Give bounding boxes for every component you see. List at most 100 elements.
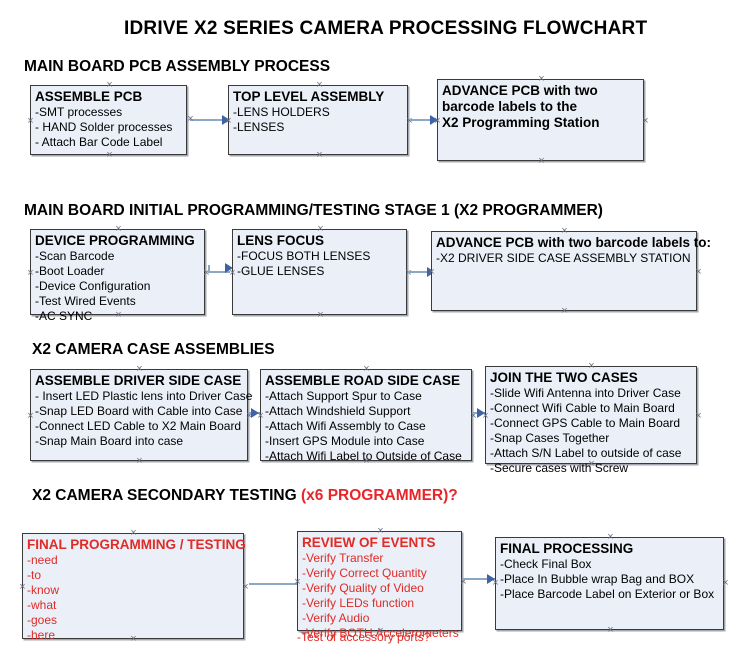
- node-title: JOIN THE TWO CASES: [490, 370, 638, 385]
- node-top-level-assembly[interactable]: TOP LEVEL ASSEMBLY -LENS HOLDERS -LENSES: [228, 85, 408, 155]
- node-final-programming-testing[interactable]: FINAL PROGRAMMING / TESTING -need -to -k…: [22, 533, 246, 642]
- section-heading-main-board-initial-programming: MAIN BOARD INITIAL PROGRAMMING/TESTING S…: [24, 202, 603, 220]
- connector-top-level-to-advance-pcb: [410, 119, 434, 121]
- connection-handle-bottom[interactable]: [560, 307, 569, 316]
- node-line: -Verify Transfer: [302, 551, 384, 565]
- node-title: FINAL PROGRAMMING / TESTING: [27, 537, 246, 552]
- node-line: -Scan Barcode: [35, 249, 115, 263]
- node-title: LENS FOCUS: [237, 233, 325, 248]
- node-line: -Connect GPS Cable to Main Board: [490, 416, 681, 430]
- node-line: - Attach Bar Code Label: [35, 135, 163, 149]
- node-title: DEVICE PROGRAMMING: [35, 233, 195, 248]
- node-assemble-road-side-case[interactable]: ASSEMBLE ROAD SIDE CASE -Attach Support …: [260, 369, 472, 463]
- node-title: FINAL PROCESSING: [500, 541, 634, 556]
- node-line: -Attach Wifi Assembly to Case: [265, 419, 426, 433]
- node-line: -Test Wired Events: [35, 294, 136, 308]
- node-advance-pcb-programming-station[interactable]: ADVANCE PCB with two barcode labels to t…: [437, 79, 644, 161]
- node-line: - Insert LED Plastic lens into Driver Ca…: [35, 389, 253, 403]
- connection-handle-bottom[interactable]: [135, 457, 144, 466]
- connection-handle-bottom[interactable]: [316, 311, 325, 320]
- section-heading-text: X2 CAMERA CASE ASSEMBLIES: [32, 341, 275, 358]
- connector-device-programming-to-lens-focus: [208, 271, 230, 273]
- node-line: -Attach Windshield Support: [265, 404, 411, 418]
- node-advance-pcb-driver-side-case[interactable]: ADVANCE PCB with two barcode labels to: …: [431, 231, 712, 311]
- arrowhead-icon: [430, 115, 438, 125]
- node-line: -need: [27, 553, 58, 567]
- node-line: -Connect LED Cable to X2 Main Board: [35, 419, 242, 433]
- node-line: -Device Configuration: [35, 279, 151, 293]
- node-review-of-events[interactable]: REVIEW OF EVENTS -Verify Transfer -Verif…: [297, 531, 462, 640]
- node-line: -to: [27, 568, 42, 582]
- node-title: ADVANCE PCB with two barcode labels to:: [436, 235, 712, 250]
- connection-handle-bottom[interactable]: [606, 626, 615, 635]
- node-lens-focus[interactable]: LENS FOCUS -FOCUS BOTH LENSES -GLUE LENS…: [232, 229, 407, 315]
- node-line: -Snap LED Board with Cable into Case: [35, 404, 243, 418]
- node-line: -Snap Main Board into case: [35, 434, 184, 448]
- node-line: -AC SYNC: [35, 309, 93, 323]
- node-title-line: X2 Programming Station: [442, 115, 600, 130]
- node-line: -Place In Bubble wrap Bag and BOX: [500, 572, 695, 586]
- node-line: -Boot Loader: [35, 264, 105, 278]
- node-line: -Verify BOTH Accelerometers: [302, 626, 459, 640]
- page-title: IDRIVE X2 SERIES CAMERA PROCESSING FLOWC…: [124, 18, 648, 39]
- node-line: -X2 DRIVER SIDE CASE ASSEMBLY STATION: [436, 251, 691, 265]
- node-line: -SMT processes: [35, 105, 123, 119]
- connection-handle-bottom[interactable]: [105, 151, 114, 160]
- node-title: ASSEMBLE DRIVER SIDE CASE: [35, 373, 242, 388]
- section-heading-main-board-pcb-assembly: MAIN BOARD PCB ASSEMBLY PROCESS: [24, 58, 330, 76]
- node-line: -Verify LEDs function: [302, 596, 415, 610]
- node-title: ASSEMBLE ROAD SIDE CASE: [265, 373, 461, 388]
- node-title-line: ADVANCE PCB with two: [442, 83, 598, 98]
- node-line: -FOCUS BOTH LENSES: [237, 249, 371, 263]
- connector-lens-focus-to-advance-pcb: [408, 271, 431, 273]
- connector-assemble-pcb-to-top-level: [190, 119, 225, 121]
- node-assemble-driver-side-case[interactable]: ASSEMBLE DRIVER SIDE CASE - Insert LED P…: [30, 369, 253, 461]
- node-line: -LENS HOLDERS: [233, 105, 330, 119]
- node-line: -Attach Support Spur to Case: [265, 389, 422, 403]
- node-line: -Attach Wifi Label to Outside of Case: [265, 449, 462, 463]
- node-line: -Snap Cases Together: [490, 431, 610, 445]
- node-line: -know: [27, 583, 60, 597]
- node-join-the-two-cases[interactable]: JOIN THE TWO CASES -Slide Wifi Antenna i…: [485, 366, 697, 475]
- section-heading-accent: (x6 PROGRAMMER)?: [301, 487, 458, 504]
- connection-handle-bottom[interactable]: [315, 151, 324, 160]
- node-line: -here: [27, 628, 56, 642]
- node-line: -GLUE LENSES: [237, 264, 325, 278]
- node-line: -goes: [27, 613, 58, 627]
- node-line: -what: [27, 598, 57, 612]
- section-heading-x2-camera-secondary-testing: X2 CAMERA SECONDARY TESTING (x6 PROGRAMM…: [32, 487, 458, 505]
- node-line: -Place Barcode Label on Exterior or Box: [500, 587, 715, 601]
- node-assemble-pcb[interactable]: ASSEMBLE PCB -SMT processes - HAND Solde…: [30, 85, 187, 155]
- connection-handle-bottom[interactable]: [537, 157, 546, 166]
- section-heading-text: MAIN BOARD INITIAL PROGRAMMING/TESTING S…: [24, 202, 603, 219]
- arrowhead-icon: [251, 408, 259, 418]
- section-heading-x2-camera-case-assemblies: X2 CAMERA CASE ASSEMBLIES: [32, 341, 275, 359]
- node-line: -Check Final Box: [500, 557, 592, 571]
- node-line: -Verify Quality of Video: [302, 581, 424, 595]
- node-line: -Secure cases with Screw: [490, 461, 629, 475]
- node-final-processing[interactable]: FINAL PROCESSING -Check Final Box -Place…: [495, 537, 724, 630]
- connector-review-to-final-processing: [462, 578, 495, 580]
- connection-handle-right[interactable]: [694, 268, 703, 277]
- node-line: -Insert GPS Module into Case: [265, 434, 425, 448]
- node-line: -Verify Audio: [302, 611, 370, 625]
- section-heading-text: X2 CAMERA SECONDARY TESTING: [32, 487, 301, 504]
- node-overflow-line: -Test of accessory ports?: [297, 630, 431, 644]
- section-heading-text: MAIN BOARD PCB ASSEMBLY PROCESS: [24, 58, 331, 75]
- node-line: -Verify Correct Quantity: [302, 566, 427, 580]
- arrowhead-icon: [477, 408, 485, 418]
- node-line: -Slide Wifi Antenna into Driver Case: [490, 386, 681, 400]
- node-title: TOP LEVEL ASSEMBLY: [233, 89, 385, 104]
- node-title: ASSEMBLE PCB: [35, 89, 143, 104]
- node-device-programming[interactable]: DEVICE PROGRAMMING -Scan Barcode -Boot L…: [30, 229, 205, 323]
- node-line: -Connect Wifi Cable to Main Board: [490, 401, 675, 415]
- node-line: - HAND Solder processes: [35, 120, 173, 134]
- node-title-line: barcode labels to the: [442, 99, 578, 114]
- arrowhead-icon: [225, 263, 233, 273]
- connector-elbow: [208, 265, 210, 273]
- node-line: -LENSES: [233, 120, 285, 134]
- arrowhead-icon: [487, 574, 495, 584]
- arrowhead-icon: [222, 115, 230, 125]
- connector-final-programming-to-review: [249, 583, 297, 585]
- node-title: REVIEW OF EVENTS: [302, 535, 436, 550]
